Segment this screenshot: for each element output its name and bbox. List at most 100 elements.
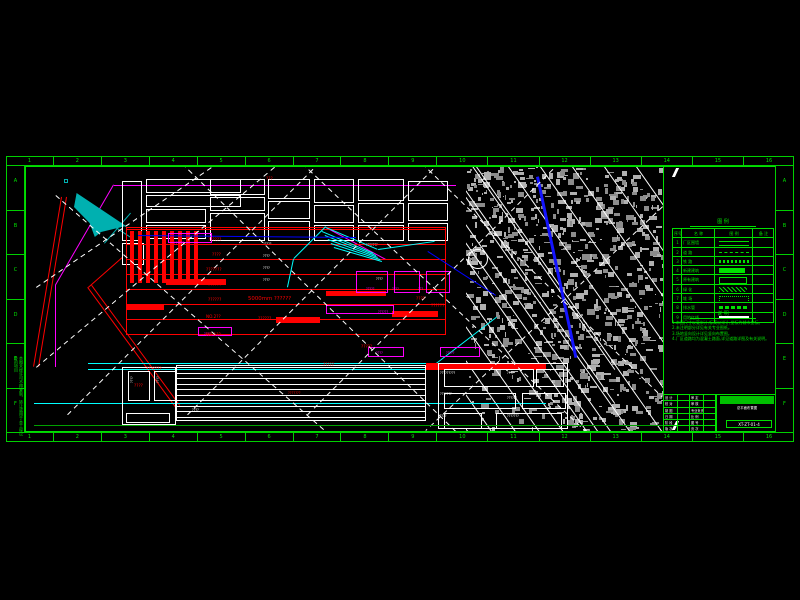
title-block-cell: [704, 401, 716, 407]
city-block: [518, 238, 525, 242]
title-block-cell: [704, 413, 716, 420]
city-block: [565, 330, 570, 335]
city-block: [492, 210, 496, 216]
city-block: [581, 254, 590, 260]
city-block: [634, 306, 636, 309]
ruler-col-10: 10: [437, 157, 489, 165]
city-block: [494, 205, 498, 208]
city-block: [627, 369, 635, 374]
city-block: [489, 333, 491, 339]
legend-row-name: 堆 场: [682, 294, 715, 303]
yard-strip: [392, 311, 438, 317]
ruler-col-15: 15: [693, 157, 744, 165]
ruler-col-11: 11: [488, 157, 540, 165]
city-block: [483, 181, 490, 187]
city-block: [547, 251, 552, 254]
city-block: [532, 300, 536, 305]
city-block: [482, 172, 485, 174]
building-label: ????: [263, 278, 270, 282]
annotation-label: NO.1??: [206, 332, 221, 337]
city-block: [575, 201, 580, 204]
workshop-label: ????: [130, 376, 134, 383]
city-block: [618, 221, 623, 227]
annotation-label: NO.2??: [206, 314, 221, 319]
city-block: [523, 183, 527, 188]
city-block: [531, 303, 533, 309]
existing-building: [146, 195, 241, 207]
city-block: [607, 334, 612, 338]
city-block: [499, 167, 505, 173]
city-block: [643, 205, 650, 211]
ruler-col-14: 14: [642, 433, 693, 441]
plant-label: ?????: [438, 414, 447, 418]
city-block: [644, 276, 648, 280]
storage-bay: [170, 231, 174, 283]
legend-symbol-glyph: [719, 306, 749, 310]
legend-symbol-glyph: [719, 251, 749, 254]
city-block: [622, 171, 627, 176]
city-block: [511, 374, 513, 379]
city-block: [595, 365, 600, 367]
city-block: [474, 178, 477, 182]
city-block: [634, 410, 636, 412]
rail-yard-banner: [426, 363, 546, 370]
rail-track: [176, 400, 426, 401]
notes-title-underline: [690, 318, 756, 319]
city-block: [584, 244, 588, 249]
ruler-col-13: 13: [591, 433, 642, 441]
city-block: [576, 293, 585, 300]
city-block: [535, 167, 539, 169]
ruler-col-5: 5: [198, 157, 246, 165]
city-block: [616, 292, 622, 297]
legend-row-name: 原有建筑: [682, 275, 715, 284]
city-block: [587, 309, 595, 315]
city-block: [596, 196, 602, 201]
city-block: [509, 198, 515, 200]
annotation-label: 5000mm ??????: [248, 296, 292, 302]
city-block: [495, 410, 500, 414]
city-block: [477, 286, 481, 289]
city-block: [548, 403, 551, 406]
city-block: [637, 279, 640, 284]
city-block: [557, 233, 562, 239]
city-block: [621, 408, 626, 413]
city-block: [517, 172, 524, 176]
city-block: [466, 293, 475, 298]
title-block-cell: [678, 413, 690, 420]
property-line: [114, 185, 456, 186]
title-block-cell: 设 计: [664, 395, 678, 401]
city-block: [565, 283, 569, 290]
city-block: [614, 286, 619, 288]
city-block: [644, 306, 649, 311]
city-block: [471, 182, 476, 186]
legend-row-number: 6: [673, 284, 682, 294]
city-block: [655, 302, 659, 304]
new-building-label: ?????: [446, 351, 455, 355]
site-road: [88, 369, 456, 370]
plant-label: ???????: [507, 414, 519, 418]
city-block: [581, 264, 587, 269]
city-block: [650, 197, 656, 201]
city-block: [497, 326, 500, 332]
city-block: [626, 310, 634, 313]
city-block: [624, 354, 627, 356]
ruler-col-4: 4: [150, 433, 198, 441]
title-block-cell: 制 图: [664, 407, 678, 413]
city-block: [580, 412, 583, 419]
city-block: [618, 318, 625, 324]
rail-yard-outline: [176, 365, 426, 421]
city-block: [524, 271, 528, 276]
city-block: [604, 275, 606, 278]
city-block: [466, 209, 473, 213]
ruler-col-8: 8: [341, 157, 390, 165]
city-block: [495, 357, 499, 359]
ruler-row-B: B: [7, 211, 24, 255]
annotation-label: ???????: [146, 366, 162, 371]
workshop-label: ????: [156, 376, 160, 383]
city-block: [575, 303, 580, 309]
plant-label: ???????: [440, 392, 452, 396]
city-block: [518, 419, 525, 425]
